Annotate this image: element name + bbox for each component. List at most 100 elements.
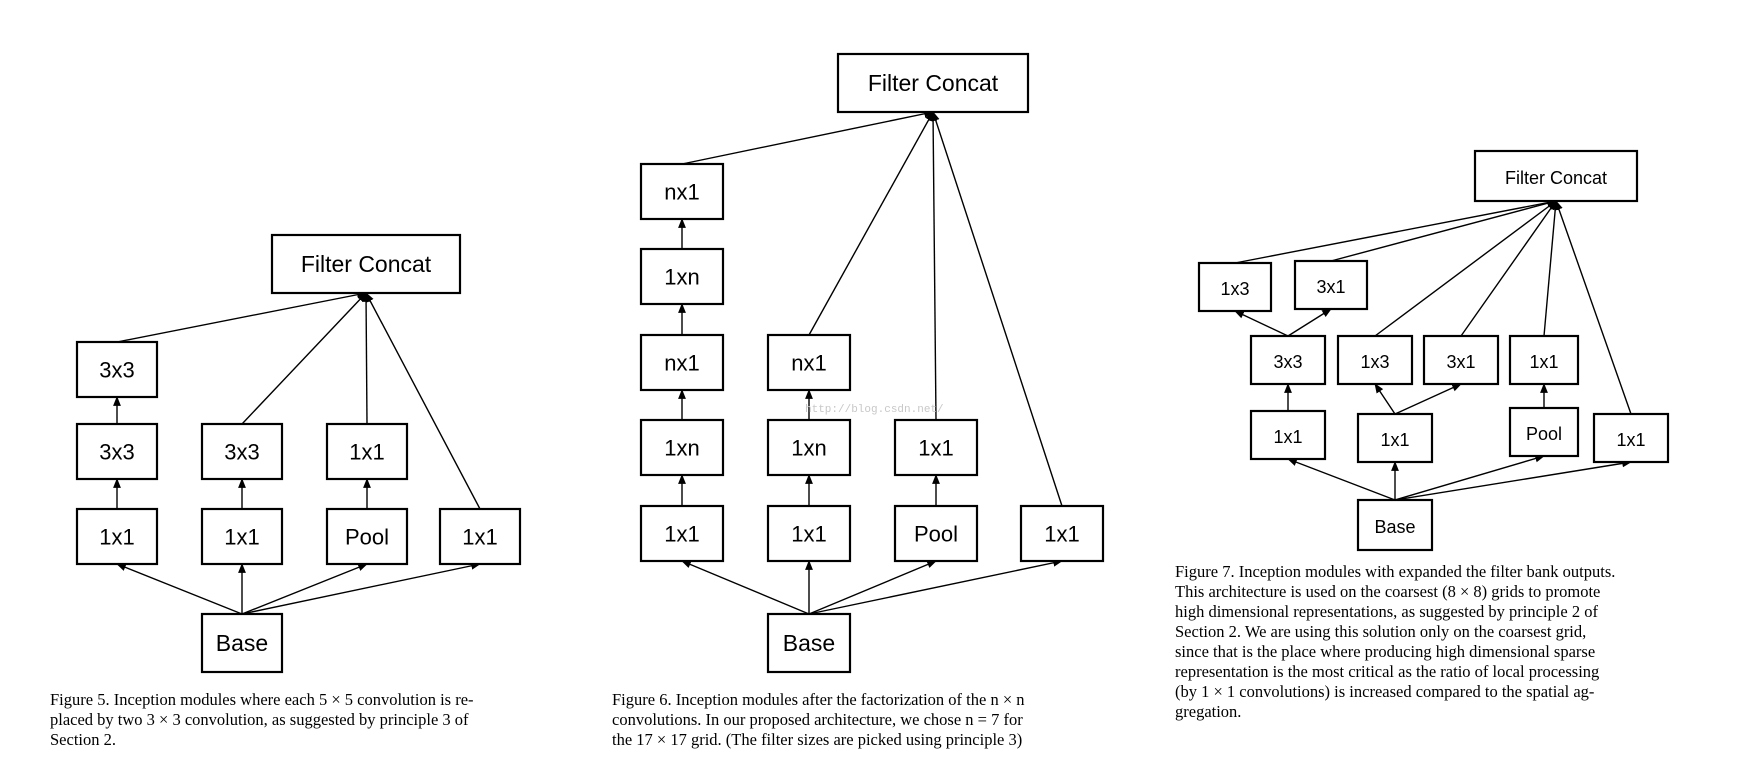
fig6-node-a1: 1x1 (639, 504, 725, 563)
node-label: 1xn (664, 265, 699, 290)
node-box (639, 418, 725, 477)
node-label: 1x1 (791, 522, 826, 547)
node-label: 1x1 (224, 525, 259, 550)
node-label: Filter Concat (1505, 168, 1607, 188)
node-box (639, 504, 725, 563)
node-label: Pool (914, 522, 958, 547)
edge-arrow (241, 561, 481, 615)
fig6-node-a5: nx1 (639, 162, 725, 221)
node-label: Filter Concat (868, 70, 999, 96)
edge-arrow (808, 558, 1063, 615)
node-label: Base (783, 630, 835, 656)
node-box (1473, 149, 1639, 203)
caption-line: placed by two 3 × 3 convolution, as sugg… (50, 710, 469, 729)
node-label: nx1 (791, 351, 826, 376)
caption-line: Figure 6. Inception modules after the fa… (612, 690, 1025, 709)
caption-line: Figure 7. Inception modules with expande… (1175, 562, 1616, 581)
fig5-node-b2: 3x3 (200, 422, 284, 481)
edge-arrow (365, 292, 481, 510)
fig6-node-a3: nx1 (639, 333, 725, 392)
node-label: 3x1 (1446, 352, 1475, 372)
node-label: Base (1374, 517, 1415, 537)
fig6-node-base: Base (766, 612, 852, 674)
caption-line: the 17 × 17 grid. (The filter sizes are … (612, 730, 1023, 749)
node-box (1249, 409, 1327, 461)
caption-line: high dimensional representations, as sug… (1175, 602, 1598, 621)
fig5-node-c2: 1x1 (325, 422, 409, 481)
fig7-node-l4: 1x1 (1592, 412, 1670, 464)
node-box (893, 418, 979, 477)
edge-arrow (1543, 200, 1560, 337)
fig7-node-m1: 3x3 (1249, 334, 1327, 386)
node-label: 1x1 (462, 525, 497, 550)
caption-line: representation is the most critical as t… (1175, 662, 1600, 681)
fig5-node-a2: 3x3 (75, 422, 159, 481)
node-label: Pool (345, 525, 389, 550)
node-box (200, 422, 284, 481)
edge-arrow (1555, 200, 1632, 415)
caption-line: Figure 5. Inception modules where each 5… (50, 690, 474, 709)
node-box (325, 422, 409, 481)
node-label: Pool (1526, 424, 1562, 444)
node-label: 1xn (791, 436, 826, 461)
node-box (1508, 334, 1580, 386)
node-box (1336, 334, 1414, 386)
fig5-node-a1: 1x1 (75, 507, 159, 566)
edge-arrow (1394, 383, 1462, 415)
fig6-node-c2: 1x1 (893, 418, 979, 477)
node-label: 3x3 (224, 440, 259, 465)
node-label: 1x1 (1616, 430, 1645, 450)
edge-arrow (929, 111, 938, 421)
node-box (75, 422, 159, 481)
node-label: 3x3 (99, 440, 134, 465)
node-box (1197, 261, 1273, 313)
fig7-node-m2: 1x3 (1336, 334, 1414, 386)
caption-line: (by 1 × 1 convolutions) is increased com… (1175, 682, 1595, 701)
fig6-node-concat: Filter Concat (836, 52, 1030, 114)
node-box (1422, 334, 1500, 386)
edge-arrow (1330, 199, 1557, 262)
fig6-node-b1: 1x1 (766, 504, 852, 563)
node-label: 1x1 (349, 440, 384, 465)
fig5-node-concat: Filter Concat (270, 233, 462, 295)
edge-arrow (116, 563, 243, 615)
node-label: 3x1 (1316, 277, 1345, 297)
node-label: Filter Concat (301, 251, 432, 277)
node-box (1508, 406, 1580, 458)
fig7-node-m3: 3x1 (1422, 334, 1500, 386)
node-label: nx1 (664, 180, 699, 205)
node-box (200, 507, 284, 566)
fig5-node-c1: Pool (325, 507, 409, 566)
node-box (1356, 498, 1434, 552)
node-box (766, 504, 852, 563)
edge-arrow (1394, 454, 1545, 501)
fig5-node-a3: 3x3 (75, 340, 159, 399)
edge-arrow (1460, 200, 1557, 337)
edge-arrow (681, 109, 934, 165)
node-label: 3x3 (1273, 352, 1302, 372)
fig6-node-a2: 1xn (639, 418, 725, 477)
node-box (270, 233, 462, 295)
node-box (639, 333, 725, 392)
node-label: 1x3 (1220, 279, 1249, 299)
edge-arrow (362, 292, 370, 425)
node-box (1019, 504, 1105, 563)
node-label: Base (216, 630, 268, 656)
edge-arrow (1287, 308, 1332, 337)
edge-arrow (932, 111, 1063, 507)
fig6-node-d1: 1x1 (1019, 504, 1105, 563)
node-box (75, 340, 159, 399)
fig5-node-d1: 1x1 (438, 507, 522, 566)
node-label: 1x1 (1044, 522, 1079, 547)
edge-arrow (1374, 383, 1396, 415)
node-label: 1x1 (1380, 430, 1409, 450)
node-box (1356, 412, 1434, 464)
node-label: nx1 (664, 351, 699, 376)
node-box (836, 52, 1030, 114)
edge-arrow (1374, 200, 1557, 337)
edge-arrow (1287, 458, 1396, 501)
fig6-node-c1: Pool (893, 504, 979, 563)
node-box (75, 507, 159, 566)
node-label: 1x1 (664, 522, 699, 547)
